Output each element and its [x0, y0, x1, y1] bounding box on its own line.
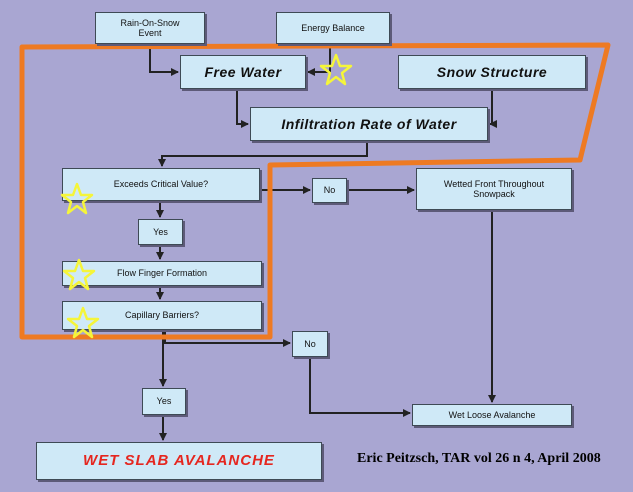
node-no-1: No	[312, 178, 347, 203]
arrow-capillary-to-no	[164, 330, 291, 347]
arrow-rain-to-freewater	[149, 45, 179, 76]
node-infiltration-rate: Infiltration Rate of Water	[250, 107, 488, 141]
arrow-infiltration-to-exceeds	[158, 141, 368, 167]
star-icon	[319, 53, 353, 86]
citation-text: Eric Peitzsch, TAR vol 26 n 4, April 200…	[357, 451, 601, 466]
star-icon	[62, 258, 96, 291]
node-energy-balance: Energy Balance	[276, 12, 390, 44]
node-flow-finger: Flow Finger Formation	[62, 261, 262, 286]
node-yes-2: Yes	[142, 388, 186, 415]
arrow-structure-to-infiltration	[489, 89, 497, 128]
node-rain-on-snow: Rain-On-Snow Event	[95, 12, 205, 44]
node-snow-structure: Snow Structure	[398, 55, 586, 89]
node-wetted-front: Wetted Front Throughout Snowpack	[416, 168, 572, 210]
arrow-freewater-to-infiltration	[236, 89, 249, 128]
node-yes-1: Yes	[138, 219, 183, 245]
star-icon	[66, 306, 100, 339]
node-exceeds-critical: Exceeds Critical Value?	[62, 168, 260, 201]
highlight-outline	[19, 42, 611, 340]
node-capillary-barriers: Capillary Barriers?	[62, 301, 262, 330]
node-no-2: No	[292, 331, 328, 357]
node-wet-loose: Wet Loose Avalanche	[412, 404, 572, 426]
star-icon	[60, 182, 94, 215]
node-wet-slab-avalanche: WET SLAB AVALANCHE	[36, 442, 322, 480]
arrow-no-to-wetloose	[309, 358, 411, 417]
node-free-water: Free Water	[180, 55, 306, 89]
